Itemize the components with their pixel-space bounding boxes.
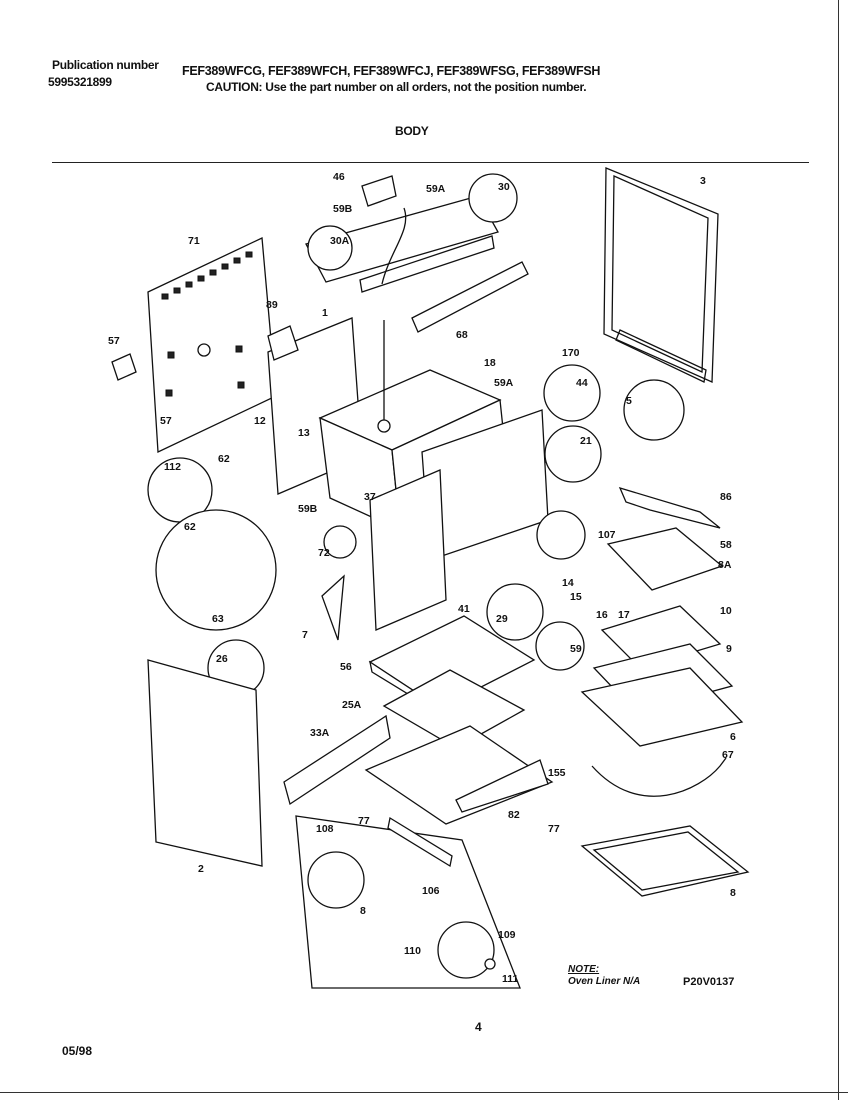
door-parts — [283, 615, 554, 825]
callout-label: 111 — [502, 973, 519, 985]
callout-label: 109 — [498, 929, 516, 941]
callout-label: 107 — [598, 529, 616, 541]
callout-labels: 46 59B 59A 30 3 71 30A 89 57 1 68 18 59A… — [108, 171, 736, 985]
convection-fan — [295, 815, 521, 989]
callout-label: 10 — [720, 605, 732, 617]
callout-label: 41 — [458, 603, 470, 615]
callout-label: 30A — [330, 235, 350, 247]
drawing-number: P20V0137 — [683, 976, 735, 988]
callout-label: 108 — [316, 823, 334, 835]
callout-label: 72 — [318, 547, 330, 559]
note-text: Oven Liner N/A — [568, 976, 641, 987]
callout-label: 56 — [340, 661, 352, 673]
callout-label: 89 — [266, 299, 278, 311]
callout-label: 17 — [618, 609, 630, 621]
section-title: BODY — [395, 124, 429, 138]
callout-label: 82 — [508, 809, 520, 821]
callout-label: 59 — [570, 643, 582, 655]
callout-label: 71 — [188, 235, 200, 247]
callout-label: 67 — [722, 749, 734, 761]
callout-label: 7 — [302, 629, 308, 641]
callout-label: 8 — [730, 887, 736, 899]
callout-label: 14 — [562, 577, 574, 589]
publication-number: 5995321899 — [48, 75, 112, 89]
page-border-bottom — [0, 1092, 848, 1093]
callout-label: 59B — [298, 503, 318, 515]
callout-label: 26 — [216, 653, 228, 665]
page-border-right — [838, 0, 839, 1100]
callout-label: 3 — [700, 175, 706, 187]
callout-label: 6 — [730, 731, 736, 743]
callout-label: 57 — [160, 415, 172, 427]
callout-label: 63 — [212, 613, 224, 625]
callout-label: 12 — [254, 415, 266, 427]
page-number: 4 — [475, 1020, 482, 1034]
callout-label: 112 — [164, 461, 181, 473]
callout-label: 59A — [494, 377, 514, 389]
callout-label: 1 — [322, 307, 328, 319]
callout-label: 18 — [484, 357, 496, 369]
top-frame — [305, 173, 529, 333]
left-parts — [147, 457, 585, 867]
callout-label: 8 — [360, 905, 366, 917]
model-list: FEF389WFCG, FEF389WFCH, FEF389WFCJ, FEF3… — [182, 64, 601, 78]
callout-label: 77 — [358, 815, 370, 827]
side-panel-right — [543, 167, 719, 483]
rear-panel — [111, 237, 277, 453]
callout-label: 110 — [404, 945, 421, 957]
publication-date: 05/98 — [62, 1044, 93, 1058]
callout-label: 59B — [333, 203, 353, 215]
callout-label: 68 — [456, 329, 468, 341]
callout-label: 25A — [342, 699, 362, 711]
callout-label: 106 — [422, 885, 440, 897]
callout-label: 5 — [626, 395, 632, 407]
callout-label: 58 — [720, 539, 732, 551]
callout-label: 46 — [333, 171, 345, 183]
callout-label: 86 — [720, 491, 732, 503]
callout-label: 8A — [718, 559, 732, 571]
broil-parts — [536, 486, 724, 591]
callout-label: 30 — [498, 181, 510, 193]
callout-label: 13 — [298, 427, 310, 439]
callout-label: 21 — [580, 435, 592, 447]
note-title: NOTE: — [568, 964, 600, 975]
callout-label: 77 — [548, 823, 560, 835]
header-rule — [52, 162, 809, 163]
caution-text: CAUTION: Use the part number on all orde… — [206, 80, 587, 94]
callout-label: 155 — [548, 767, 566, 779]
callout-label: 15 — [570, 591, 582, 603]
callout-label: 16 — [596, 609, 608, 621]
pans-racks — [580, 605, 750, 897]
callout-label: 37 — [364, 491, 376, 503]
callout-label: 59A — [426, 183, 446, 195]
callout-label: 170 — [562, 347, 580, 359]
callout-label: 2 — [198, 863, 204, 875]
callout-label: 9 — [726, 643, 732, 655]
callout-label: 62 — [218, 453, 230, 465]
callout-label: 29 — [496, 613, 508, 625]
publication-label: Publication number — [52, 58, 159, 72]
oven-cavity — [318, 320, 549, 631]
callout-label: 44 — [576, 377, 588, 389]
callout-label: 62 — [184, 521, 196, 533]
callout-label: 57 — [108, 335, 120, 347]
callout-label: 33A — [310, 727, 330, 739]
